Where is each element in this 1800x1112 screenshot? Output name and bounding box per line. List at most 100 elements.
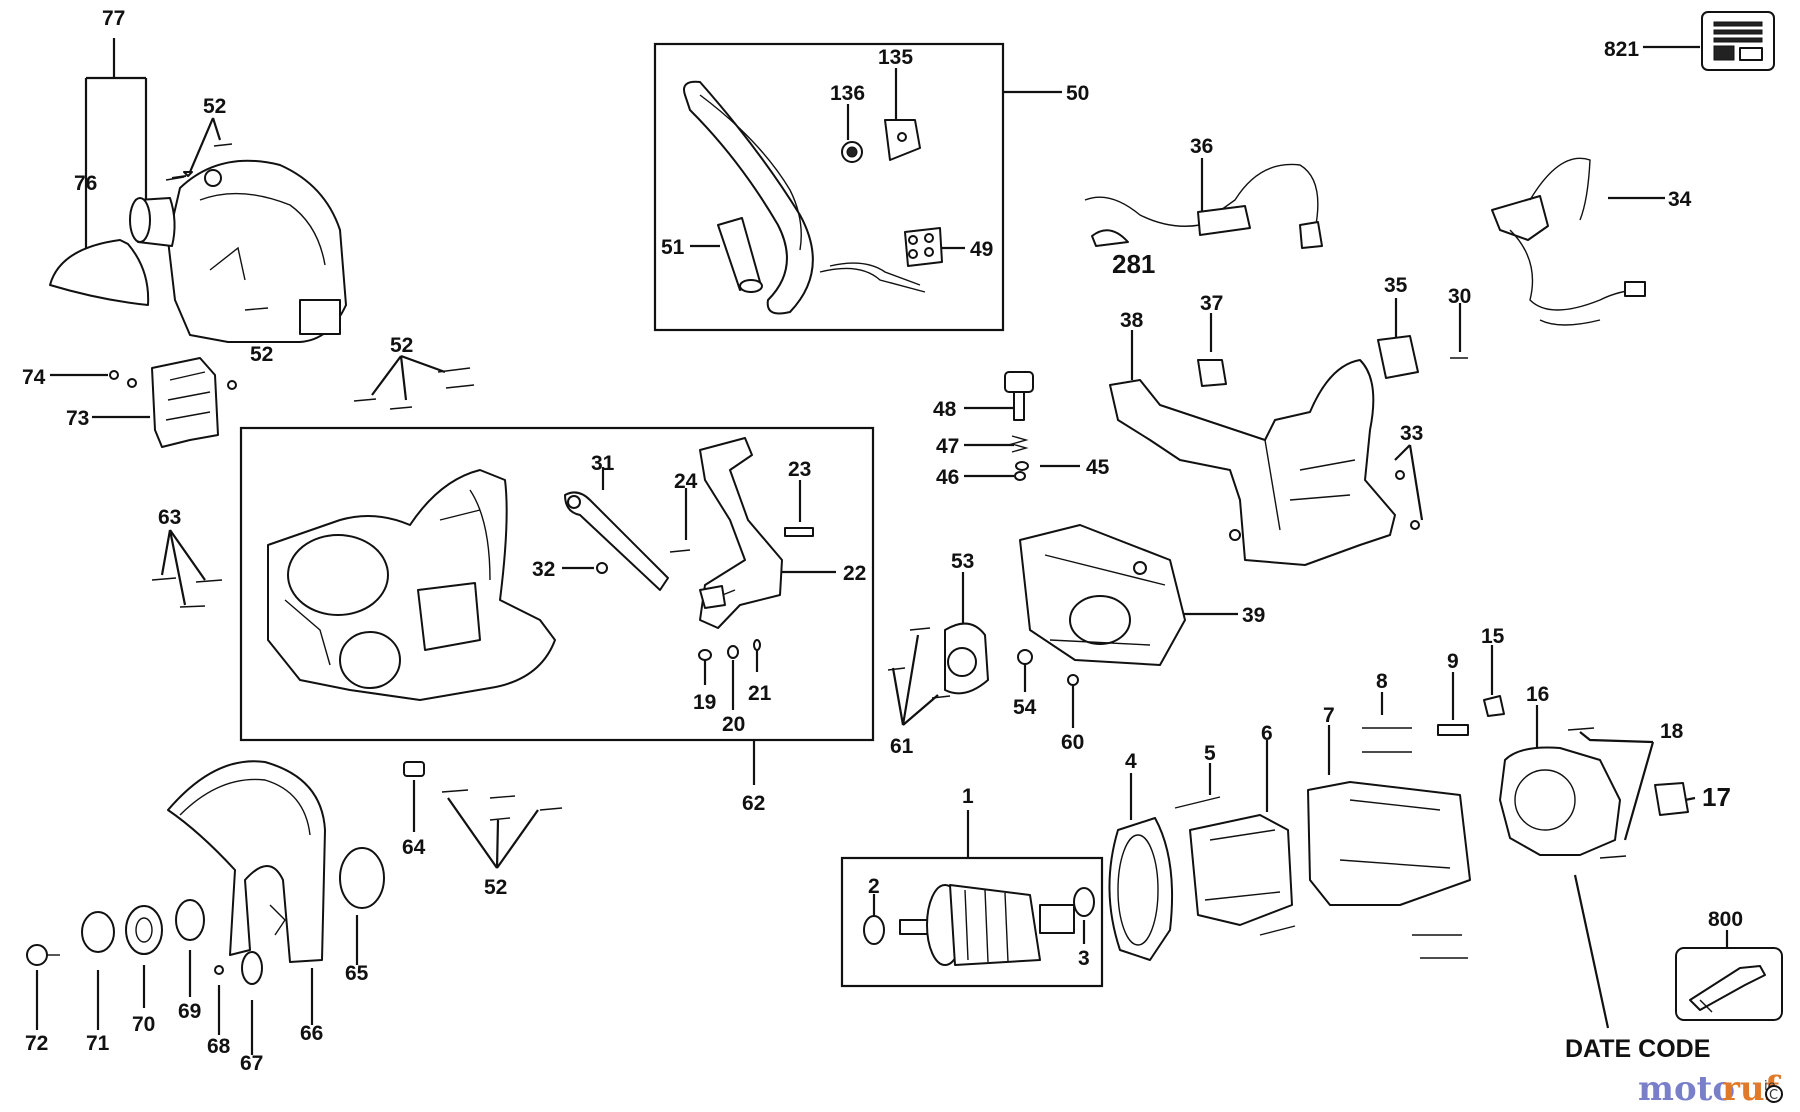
label-date-code: DATE CODE (1565, 1035, 1710, 1063)
label-9: 9 (1447, 650, 1459, 673)
label-32: 32 (532, 558, 555, 581)
part-66-lower-guard (167, 760, 385, 963)
part-52-screws-mid (353, 367, 475, 410)
label-52-c: 52 (390, 334, 413, 357)
label-77: 77 (102, 7, 125, 30)
label-18: 18 (1660, 720, 1684, 743)
label-47: 47 (936, 435, 959, 458)
label-61: 61 (890, 735, 914, 758)
label-46: 46 (936, 466, 959, 489)
watermark-part-a: moto (1638, 1069, 1735, 1109)
label-37: 37 (1200, 292, 1223, 315)
label-19: 19 (693, 691, 716, 714)
label-49: 49 (970, 238, 993, 261)
label-72: 72 (25, 1032, 48, 1055)
leader-lines (35, 38, 1729, 1055)
part-35-switch (1197, 335, 1468, 387)
label-38: 38 (1120, 309, 1144, 332)
label-2: 2 (868, 875, 880, 898)
label-8: 8 (1376, 670, 1388, 693)
part-48-knob (1004, 371, 1034, 481)
label-65: 65 (345, 962, 369, 985)
label-23: 23 (788, 458, 811, 481)
label-74: 74 (22, 366, 46, 389)
label-821: 821 (1604, 38, 1639, 61)
label-53: 53 (951, 550, 974, 573)
label-4: 4 (1125, 750, 1137, 773)
label-45: 45 (1086, 456, 1110, 479)
label-6: 6 (1261, 722, 1273, 745)
label-36: 36 (1190, 135, 1213, 158)
label-20: 20 (722, 713, 745, 736)
label-52-d: 52 (484, 876, 507, 899)
label-136: 136 (830, 82, 865, 105)
box-assembly-50 (653, 42, 1005, 332)
part-821-manual-icon (1701, 11, 1775, 71)
label-21: 21 (748, 682, 772, 705)
part-22-rear-handle (699, 437, 783, 629)
label-22: 22 (843, 562, 866, 585)
watermark-logo: moto ruf ie C (1638, 1069, 1783, 1109)
label-35: 35 (1384, 274, 1408, 297)
label-64: 64 (402, 836, 426, 859)
part-62-saw-body (267, 469, 556, 701)
label-34: 34 (1668, 188, 1692, 211)
label-1: 1 (962, 785, 974, 808)
label-30: 30 (1448, 285, 1471, 308)
part-50-handle (683, 80, 943, 315)
label-281: 281 (1112, 249, 1155, 279)
label-54: 54 (1013, 696, 1037, 719)
label-17: 17 (1702, 782, 1731, 812)
label-52-b: 52 (250, 343, 273, 366)
part-73-74-bracket (109, 357, 237, 448)
label-16: 16 (1526, 683, 1549, 706)
label-800: 800 (1708, 908, 1743, 931)
callout-labels: 77 52 76 52 52 74 73 63 135 136 50 51 49… (22, 7, 1743, 1075)
part-19-20-21-small (698, 639, 761, 661)
label-68: 68 (207, 1035, 231, 1058)
part-53-bearing-plate (887, 622, 1079, 699)
part-8-15-small (1362, 695, 1505, 959)
label-3: 3 (1078, 947, 1090, 970)
label-60: 60 (1061, 731, 1084, 754)
label-67: 67 (240, 1052, 263, 1075)
part-63-screws (151, 577, 223, 608)
part-64-52-bottom (403, 761, 563, 821)
part-38-housing (1109, 359, 1420, 566)
label-69: 69 (178, 1000, 201, 1023)
part-76-cover (49, 239, 150, 306)
part-39-gearcase (1019, 524, 1186, 666)
part-1-armature (863, 884, 1095, 966)
label-5: 5 (1204, 742, 1216, 765)
box-assembly-62 (239, 426, 875, 742)
label-70: 70 (132, 1013, 155, 1036)
label-31: 31 (591, 452, 615, 475)
label-76: 76 (74, 172, 97, 195)
part-36-wiring (1084, 163, 1323, 249)
label-66: 66 (300, 1022, 323, 1045)
box-assembly-1 (840, 856, 1104, 988)
label-7: 7 (1323, 704, 1335, 727)
watermark-badge: C (1769, 1088, 1778, 1103)
label-62: 62 (742, 792, 765, 815)
part-24-23-screws (669, 527, 814, 553)
label-51: 51 (661, 236, 685, 259)
part-31-wrench (564, 491, 669, 591)
label-73: 73 (66, 407, 89, 430)
label-135: 135 (878, 46, 913, 69)
label-71: 71 (86, 1032, 110, 1055)
label-39: 39 (1242, 604, 1265, 627)
label-50: 50 (1066, 82, 1089, 105)
part-67-72-stack (26, 899, 263, 985)
part-800-tool-icon (1675, 947, 1783, 1021)
label-33: 33 (1400, 422, 1423, 445)
part-52-screws-top (165, 143, 269, 311)
part-34-harness (1491, 157, 1646, 326)
label-63: 63 (158, 506, 181, 529)
part-16-rear-cover (1499, 727, 1627, 859)
label-24: 24 (674, 470, 698, 493)
part-4-7-motor (1108, 781, 1471, 961)
part-77-upper-guard (129, 159, 347, 343)
label-48: 48 (933, 398, 957, 421)
